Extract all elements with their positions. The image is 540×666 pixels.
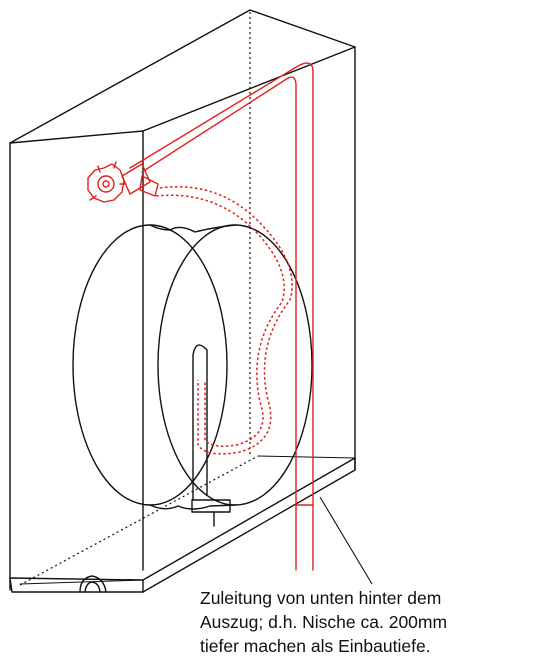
reel-stand: [192, 344, 208, 501]
valve-handwheel: [87, 161, 127, 203]
pull-out-tray: [9, 455, 356, 593]
supply-pipe: [121, 62, 314, 571]
tray-handle: [79, 575, 107, 593]
callout-leader-line: [319, 496, 373, 585]
caption-line: Zuleitung von unten hinter dem: [200, 588, 442, 608]
cabinet-outline: [9, 9, 356, 591]
caption: Zuleitung von unten hinter dem Auszug; d…: [200, 586, 538, 658]
hose-inside-drum: [155, 186, 293, 455]
caption-line: tiefer machen als Einbautiefe.: [200, 636, 431, 656]
hose-reel-drum: [72, 224, 313, 527]
caption-line: Auszug; d.h. Nische ca. 200mm: [200, 612, 448, 632]
